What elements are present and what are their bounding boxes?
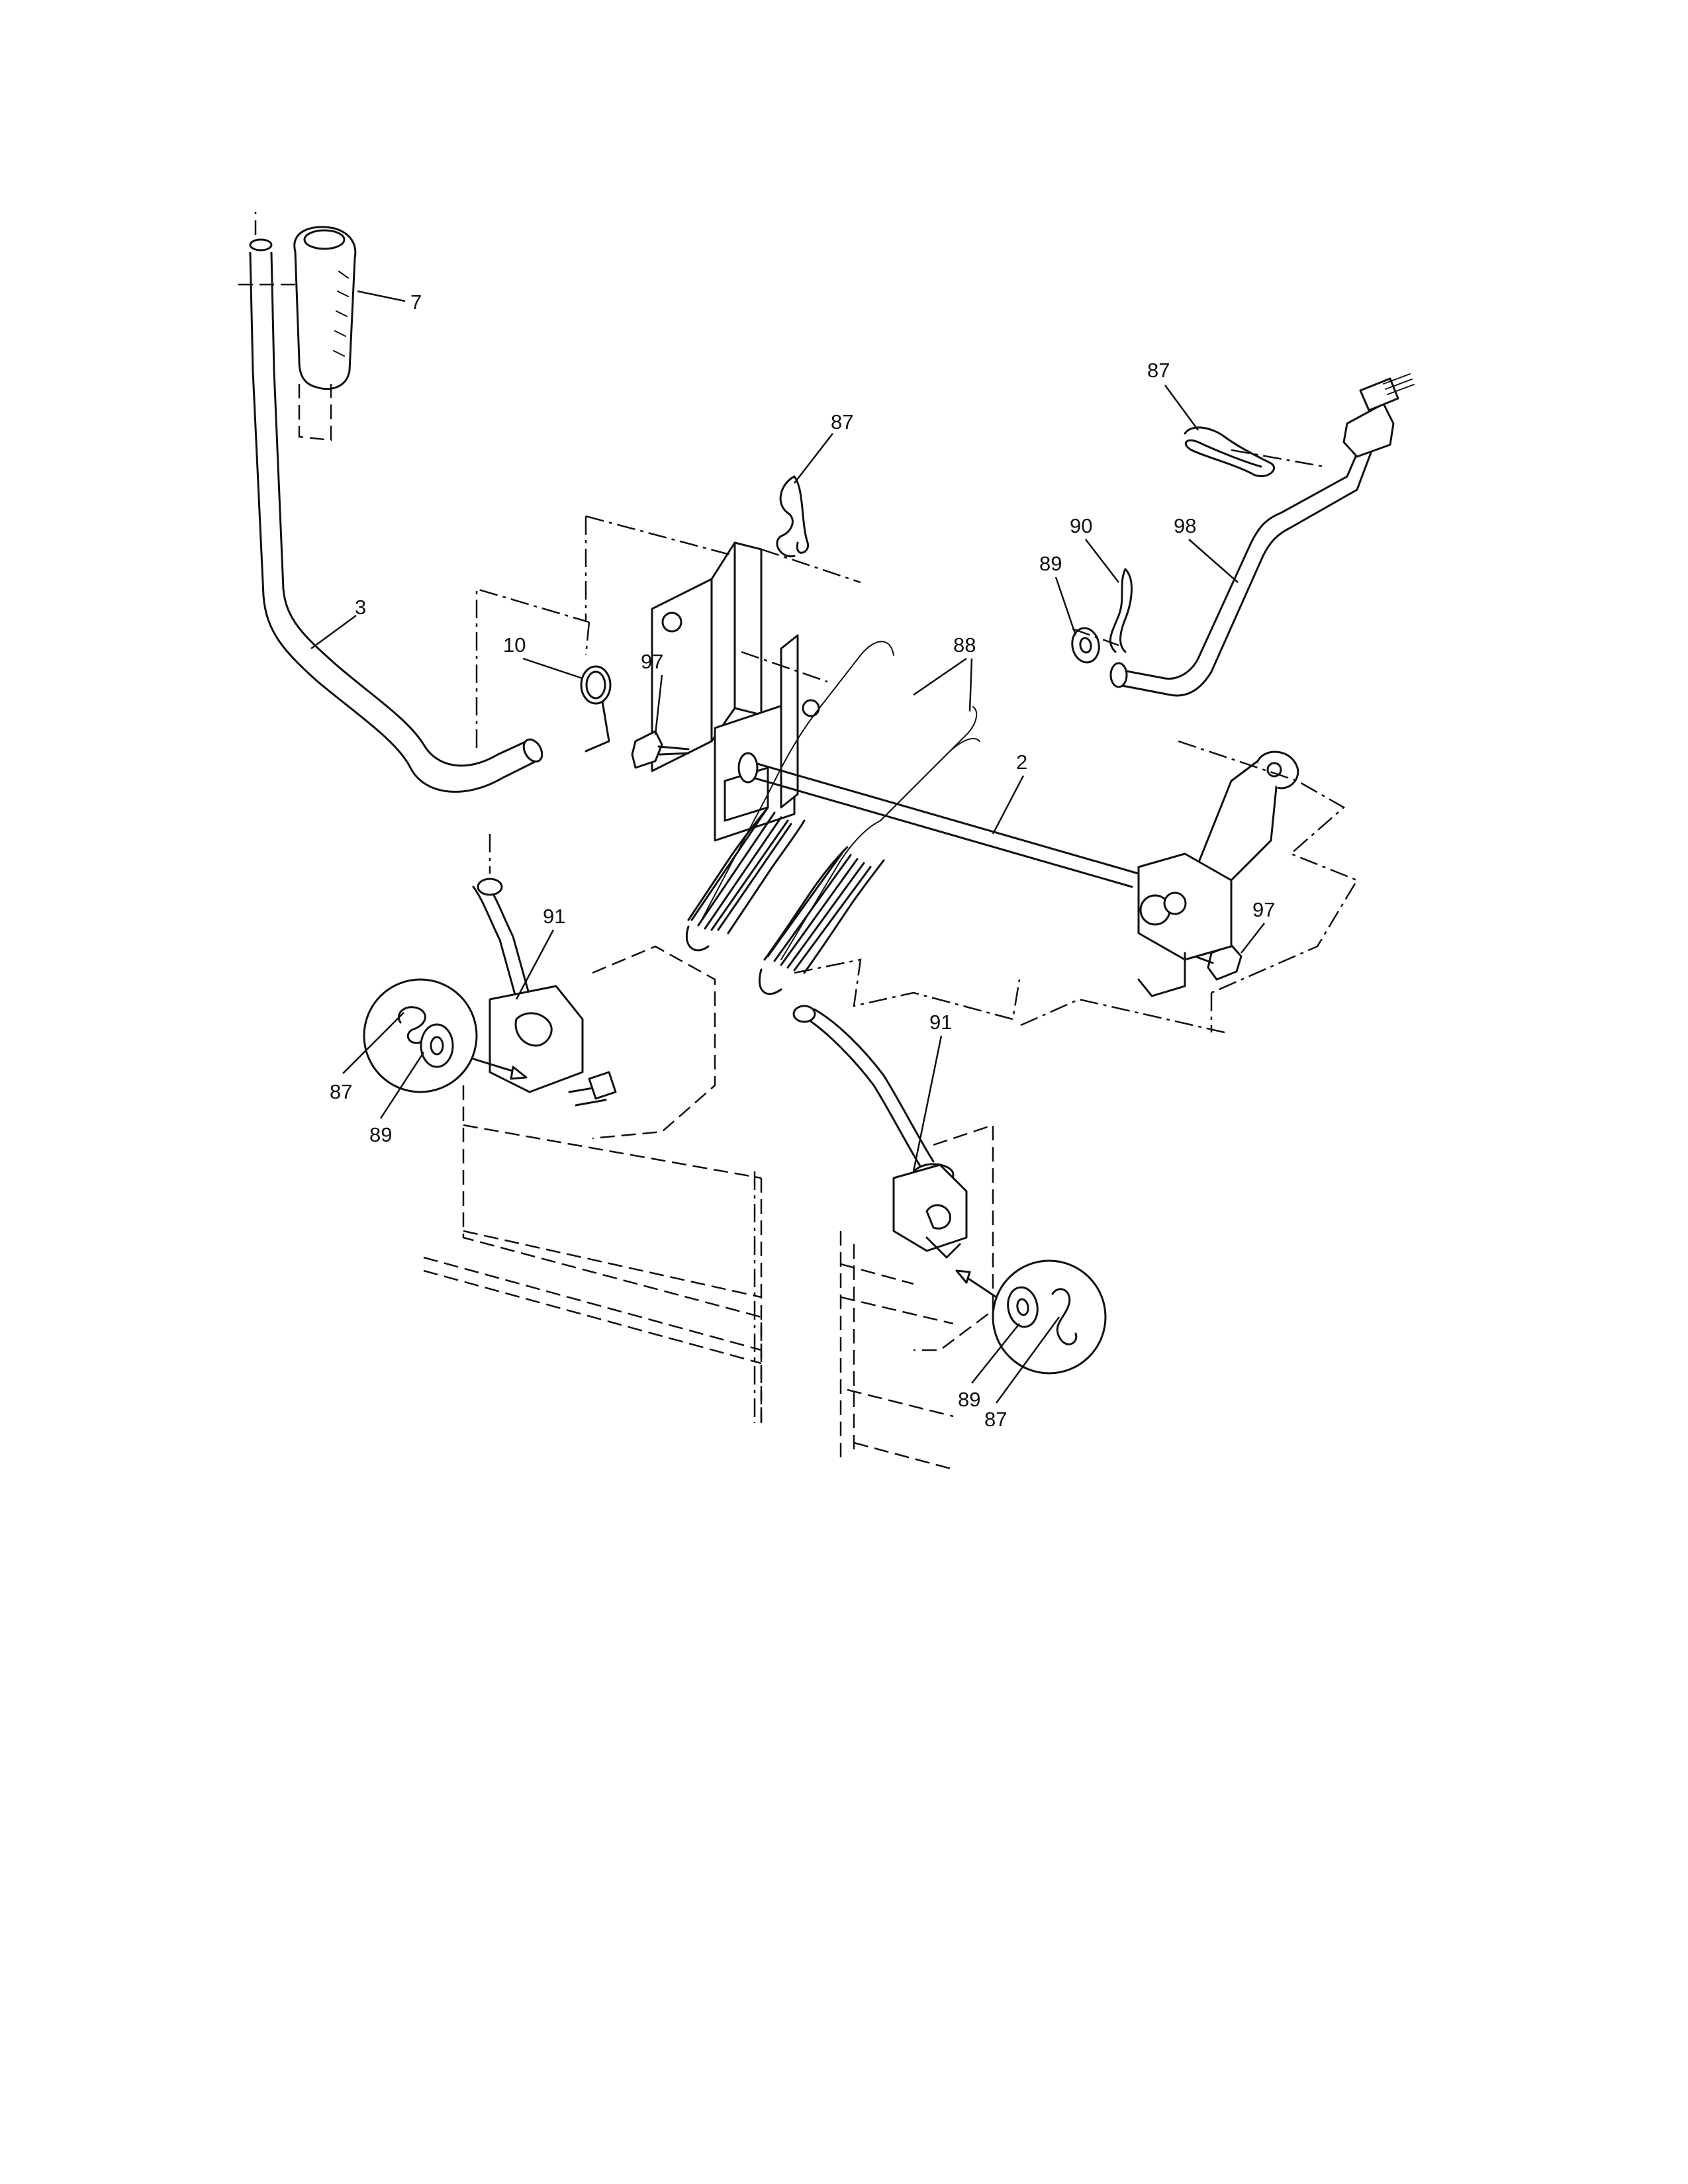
callout-10: 10	[503, 633, 526, 657]
adjustment-rod-part-98	[1109, 373, 1415, 697]
callout-labels: 7 87 87 90 98 89 3 10 97 88 2 97 91 91 8…	[330, 291, 1275, 1431]
right-deck-bracket	[892, 1124, 994, 1351]
right-lift-arm	[1137, 751, 1299, 997]
left-deck-panel	[423, 1085, 763, 1423]
callout-90: 90	[1070, 514, 1092, 537]
callout-2: 2	[1016, 751, 1027, 774]
lift-handle-part-3	[238, 212, 543, 793]
callout-89-right-inset: 89	[958, 1388, 980, 1411]
callout-91-left: 91	[543, 905, 565, 928]
hairpin-clip-part-87-right-inset	[1051, 1288, 1078, 1345]
callout-98: 98	[1174, 514, 1196, 537]
hairpin-clip-part-87-left-inset	[397, 1006, 426, 1044]
detail-inset-right	[955, 1259, 1107, 1375]
washer-part-89-left-inset	[420, 1023, 454, 1068]
handle-grip-part-7	[293, 226, 357, 441]
washer-part-89-top	[1071, 627, 1100, 664]
callout-7: 7	[410, 291, 422, 314]
center-bracket	[651, 541, 820, 842]
hairpin-clip-part-87-top-right	[1184, 426, 1276, 477]
extension-spring-part-88-right	[758, 706, 980, 995]
torsion-spring-part-10	[580, 665, 612, 752]
callout-91-right: 91	[929, 1011, 952, 1034]
callout-87-left-inset: 87	[330, 1080, 352, 1103]
callout-89-left-inset: 89	[369, 1123, 392, 1146]
right-deck-panel	[839, 1231, 954, 1471]
callout-97-left: 97	[641, 650, 663, 673]
callout-87-top-mid: 87	[831, 410, 853, 433]
callout-87-top-right: 87	[1147, 359, 1170, 382]
hairpin-clip-part-87-top-mid	[776, 475, 810, 558]
callout-97-right: 97	[1252, 898, 1275, 921]
callout-87-right-inset: 87	[984, 1408, 1007, 1431]
cotter-pin-part-90	[1109, 568, 1133, 653]
callout-88: 88	[953, 633, 976, 657]
alignment-lines	[475, 449, 1358, 1034]
detail-inset-left	[363, 978, 528, 1093]
washer-part-89-right-inset	[1007, 1286, 1039, 1328]
callout-89-top: 89	[1039, 552, 1062, 575]
leader-lines	[310, 290, 1265, 1404]
extension-spring-part-88-left	[685, 641, 894, 952]
callout-3: 3	[355, 596, 366, 619]
left-deck-bracket	[489, 945, 716, 1140]
lift-shaft-part-2	[737, 752, 1140, 888]
